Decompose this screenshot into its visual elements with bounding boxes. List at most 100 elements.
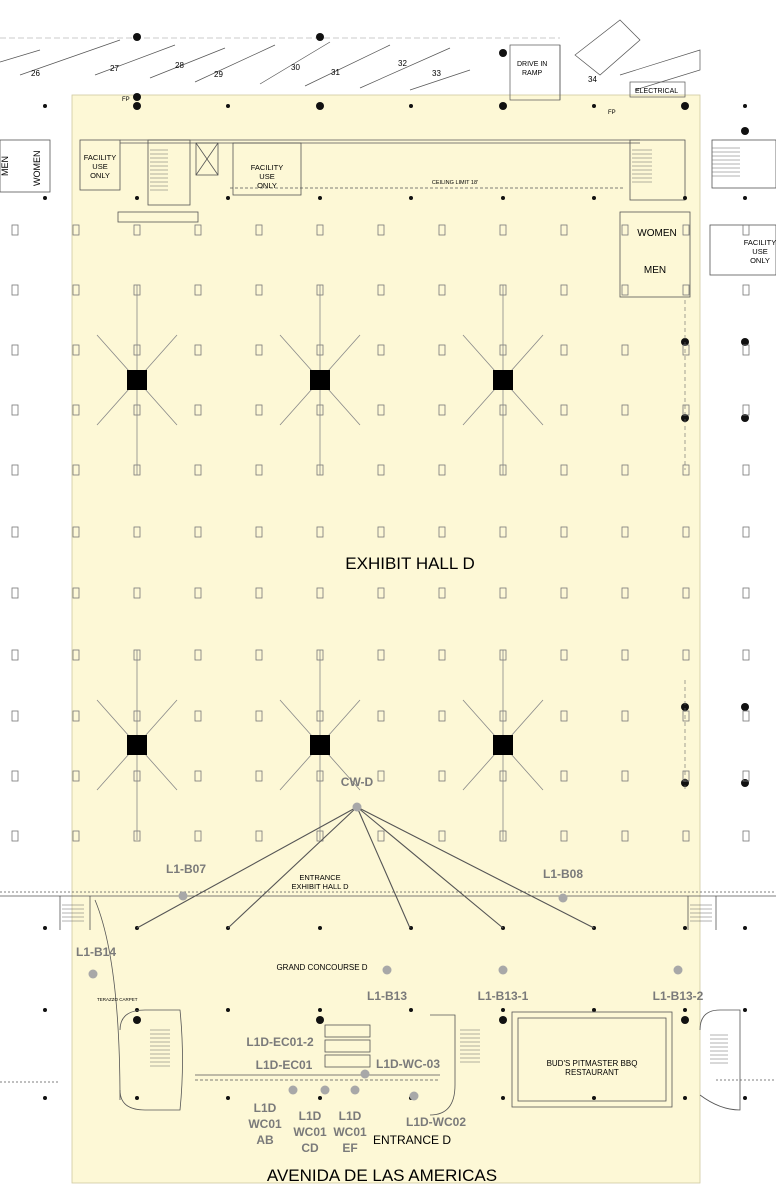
column-outline — [11, 587, 19, 599]
facility-right-label: FACILITY — [744, 238, 776, 247]
column-outline — [11, 224, 19, 236]
column-outline — [621, 224, 629, 236]
device-label-wc01ef[interactable]: WC01 — [333, 1125, 367, 1139]
rigging-pylons — [96, 285, 544, 840]
column-outline — [11, 710, 19, 722]
device-label-wc03[interactable]: L1D-WC-03 — [376, 1057, 440, 1071]
restaurant-label[interactable]: BUD'S PITMASTER BBQ — [547, 1059, 638, 1068]
device-label-wc01cd[interactable]: L1D — [299, 1109, 322, 1123]
device-marker[interactable] — [409, 1091, 419, 1101]
device-marker[interactable] — [352, 802, 362, 812]
men-left-label: MEN — [0, 156, 10, 176]
entrance-wall — [0, 891, 776, 1101]
column-outline — [682, 344, 690, 356]
device-label-wc01cd[interactable]: WC01 — [293, 1125, 327, 1139]
device-label-wc01cd[interactable]: CD — [301, 1141, 319, 1155]
column-outline — [377, 284, 385, 296]
device-label-b08[interactable]: L1-B08 — [543, 867, 583, 881]
device-marker[interactable] — [88, 969, 98, 979]
device-marker[interactable] — [288, 1085, 298, 1095]
device-label-wc01ab[interactable]: L1D — [254, 1101, 277, 1115]
facility-center-label: USE — [259, 172, 274, 181]
dock-bay: 31 — [331, 68, 340, 77]
dock-bay: 28 — [175, 61, 184, 70]
device-label-b14[interactable]: L1-B14 — [76, 945, 116, 959]
device-marker[interactable] — [498, 965, 508, 975]
column-outline — [255, 224, 263, 236]
column-outline — [255, 770, 263, 782]
device-marker[interactable] — [558, 893, 568, 903]
device-label-wc01ab[interactable]: AB — [256, 1133, 274, 1147]
column-dot — [681, 102, 689, 110]
column-dot — [741, 414, 749, 422]
device-marker[interactable] — [360, 1069, 370, 1079]
device-label-ec01-2[interactable]: L1D-EC01-2 — [246, 1035, 314, 1049]
device-marker[interactable] — [673, 965, 683, 975]
column-outline — [560, 830, 568, 842]
column-outline — [682, 830, 690, 842]
column-outline — [742, 830, 750, 842]
entrance-label: ENTRANCE — [299, 873, 340, 882]
facility-center-label: ONLY — [257, 181, 277, 190]
grand-concourse-label: GRAND CONCOURSE D — [276, 963, 367, 972]
device-label-cw-d[interactable]: CW-D — [341, 775, 374, 789]
rigging-pylon — [96, 285, 178, 475]
column-outline — [621, 344, 629, 356]
column-dot — [499, 102, 507, 110]
column-dot — [409, 104, 413, 108]
device-label-b07[interactable]: L1-B07 — [166, 862, 206, 876]
column-outline — [255, 344, 263, 356]
hall-title[interactable]: EXHIBIT HALL D — [345, 554, 474, 573]
column-outline — [194, 284, 202, 296]
entrance-d-label: ENTRANCE D — [373, 1133, 451, 1147]
device-marker[interactable] — [320, 1085, 330, 1095]
column-dot — [743, 926, 747, 930]
pylon-core — [493, 370, 513, 390]
column-outline — [194, 587, 202, 599]
device-label-b13[interactable]: L1-B13 — [367, 989, 407, 1003]
restaurant-label[interactable]: RESTAURANT — [565, 1068, 619, 1077]
device-label-wc01ef[interactable]: EF — [342, 1141, 357, 1155]
device-label-wc01ab[interactable]: WC01 — [248, 1117, 282, 1131]
column-outline — [438, 830, 446, 842]
column-outline — [438, 710, 446, 722]
device-label-ec01[interactable]: L1D-EC01 — [256, 1058, 313, 1072]
column-outline — [133, 587, 141, 599]
device-marker[interactable] — [178, 891, 188, 901]
column-outline — [377, 770, 385, 782]
column-dot — [743, 1008, 747, 1012]
column-outline — [560, 587, 568, 599]
device-label-b13-2[interactable]: L1-B13-2 — [653, 989, 704, 1003]
pylon-core — [493, 735, 513, 755]
device-marker[interactable] — [350, 1085, 360, 1095]
device-label-wc02[interactable]: L1D-WC02 — [406, 1115, 466, 1129]
column-outline — [377, 464, 385, 476]
column-outline — [560, 649, 568, 661]
device-label-wc01ef[interactable]: L1D — [339, 1109, 362, 1123]
column-outline — [72, 770, 80, 782]
device-label-b13-1[interactable]: L1-B13-1 — [478, 989, 529, 1003]
exhibit-hall-area[interactable] — [71, 94, 701, 1184]
column-outline — [499, 224, 507, 236]
column-dot — [501, 1096, 505, 1100]
column-dot — [226, 196, 230, 200]
column-outline — [194, 526, 202, 538]
column-outline — [438, 344, 446, 356]
column-outline — [682, 404, 690, 416]
entrance-label: EXHIBIT HALL D — [291, 882, 349, 891]
column-dot — [592, 1096, 596, 1100]
column-outline — [742, 464, 750, 476]
device-marker[interactable] — [382, 965, 392, 975]
column-outline — [560, 770, 568, 782]
column-outline — [742, 344, 750, 356]
column-dot — [499, 1016, 507, 1024]
column-dot — [318, 196, 322, 200]
column-outline — [255, 649, 263, 661]
column-outline — [621, 587, 629, 599]
column-outline — [742, 649, 750, 661]
column-outline — [682, 770, 690, 782]
column-dot — [681, 1016, 689, 1024]
column-outline — [255, 587, 263, 599]
column-outline — [742, 404, 750, 416]
